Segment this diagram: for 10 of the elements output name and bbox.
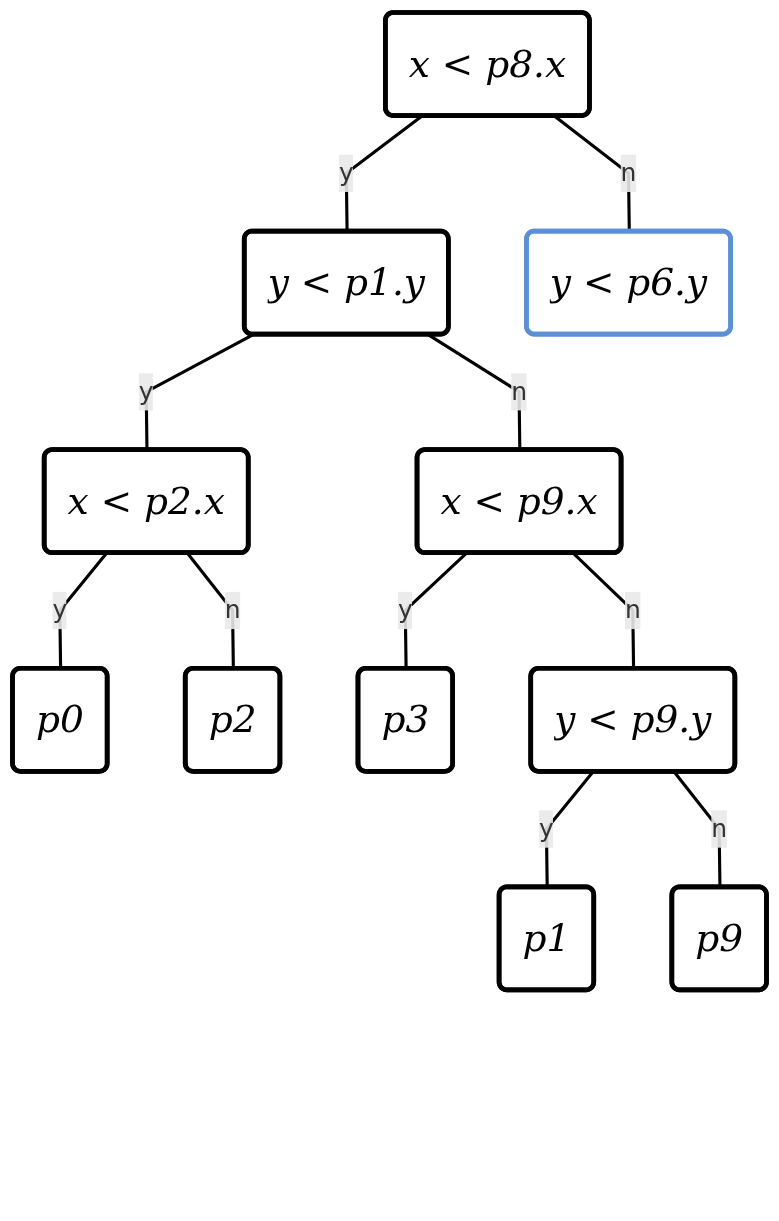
- edge-label: y: [338, 157, 354, 188]
- edge-label: y: [138, 376, 154, 406]
- edge-label: n: [711, 813, 728, 844]
- edge-label: y: [539, 813, 554, 844]
- edge-label: n: [620, 157, 637, 188]
- edge-label: y: [397, 594, 413, 625]
- edge-label: n: [624, 594, 641, 625]
- edge-label: n: [511, 376, 527, 406]
- edge-label: n: [224, 594, 241, 625]
- edge-label: y: [52, 594, 68, 625]
